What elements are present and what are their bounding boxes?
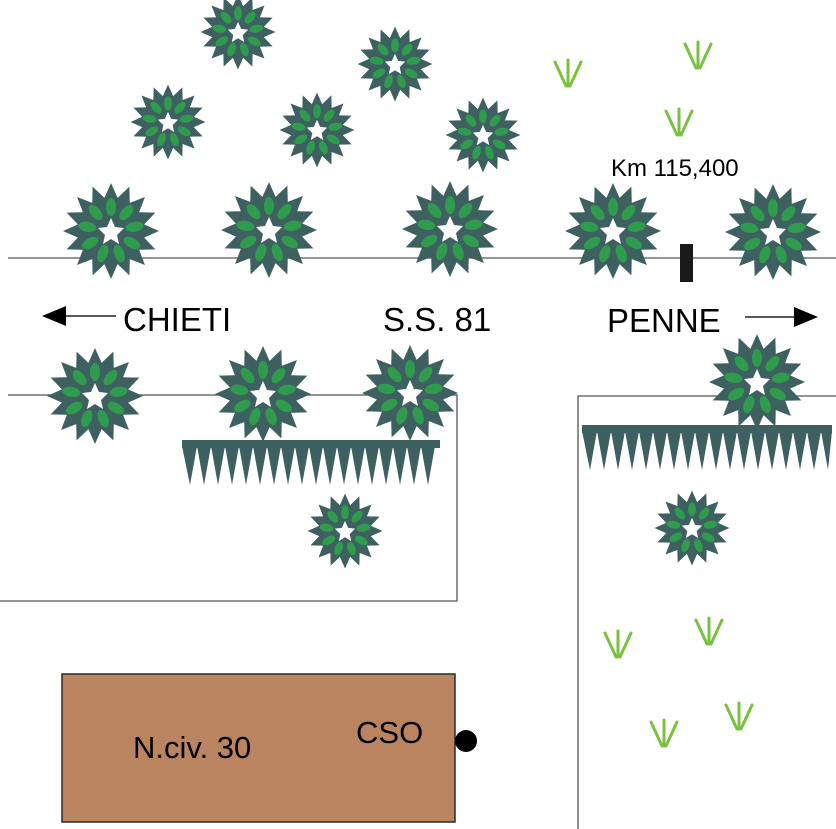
grass-icon [694, 616, 724, 646]
tree-icon [445, 97, 521, 173]
tree-icon [221, 182, 317, 278]
grass-icon [664, 107, 694, 137]
grass-icon [683, 40, 713, 70]
arrow-right-icon [745, 307, 818, 327]
hedge-east [582, 425, 832, 470]
tree-icon [357, 26, 433, 102]
grass-icon [603, 629, 633, 659]
road-name-label: S.S. 81 [383, 301, 491, 338]
tree-icon [63, 183, 159, 279]
tree-icon [654, 490, 730, 566]
tree-icon [362, 345, 458, 441]
grass-icon [724, 701, 754, 731]
km-post-marker [680, 244, 693, 282]
grass-icon [649, 718, 679, 748]
tree-icon [47, 348, 143, 444]
cso-point-marker [455, 730, 477, 752]
arrow-left-icon [42, 306, 116, 326]
km-marker-label: Km 115,400 [611, 155, 739, 182]
building-number-label: N.civ. 30 [133, 730, 251, 765]
grass-icon [553, 58, 583, 88]
tree-icon [725, 184, 821, 280]
building [61, 673, 456, 823]
tree-icon [200, 0, 276, 70]
cso-label: CSO [356, 715, 423, 750]
tree-icon [709, 334, 805, 430]
tree-icon [215, 346, 311, 442]
tree-icon [279, 92, 355, 168]
tree-icon [402, 181, 498, 277]
hedge-west [182, 440, 440, 485]
direction-label-east: PENNE [607, 302, 721, 339]
tree-icon [565, 183, 661, 279]
tree-icon [307, 493, 383, 569]
direction-label-west: CHIETI [123, 301, 231, 338]
tree-icon [130, 84, 206, 160]
